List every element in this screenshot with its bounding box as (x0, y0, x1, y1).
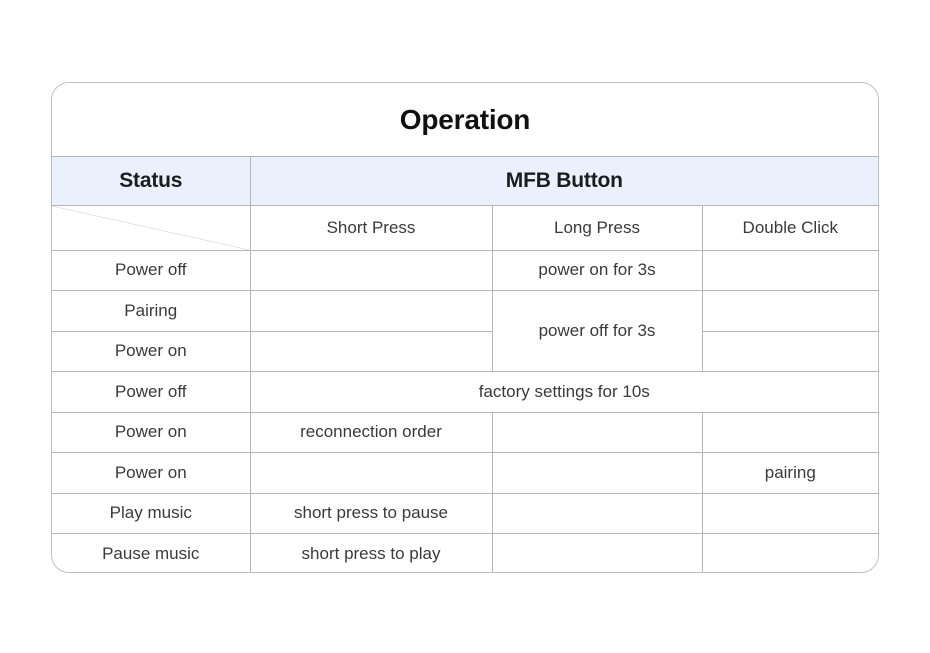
cell-empty (491, 411, 703, 453)
column-header-long-press: Long Press (491, 204, 703, 250)
cell-action: pairing (701, 452, 878, 494)
cell-empty (701, 411, 878, 453)
card-title-band: Operation (52, 83, 878, 157)
cell-status: Power on (52, 330, 251, 372)
cell-status: Power off (52, 371, 251, 413)
cell-status: Play music (52, 492, 251, 534)
cell-status: Pause music (52, 533, 251, 572)
table-header-row-main: Status MFB Button (52, 157, 878, 206)
table-header-row-sub: Short Press Long Press Double Click (52, 204, 878, 250)
cell-empty (491, 492, 703, 534)
cell-status: Power on (52, 411, 251, 453)
cell-status: Power on (52, 452, 251, 494)
table-body: Power off power on for 3s Pairing power off… (52, 249, 878, 572)
cell-empty (249, 330, 493, 372)
diagonal-slash-icon (52, 206, 250, 250)
table-row: Pairing power off for 3s (52, 290, 878, 372)
cell-empty (249, 290, 493, 332)
column-header-short-press: Short Press (249, 204, 493, 250)
cell-empty (249, 249, 493, 291)
cell-action: power on for 3s (491, 249, 703, 291)
cell-action: short press to play (249, 533, 493, 572)
cell-action: factory settings for 10s (249, 371, 878, 413)
page-title: Operation (399, 103, 531, 135)
table-head: Status MFB Button Short Press Long Press… (52, 157, 878, 250)
cell-status: Pairing (52, 290, 251, 332)
column-header-mfb-button: MFB Button (249, 157, 878, 206)
cell-empty (249, 452, 493, 494)
table-row: Power off power on for 3s (52, 249, 878, 291)
cell-empty (701, 290, 878, 332)
cell-empty (491, 533, 703, 572)
column-header-status: Status (52, 157, 251, 206)
cell-action: short press to pause (249, 492, 493, 534)
cell-action: reconnection order (249, 411, 493, 453)
table-row: Power on pairing (52, 452, 878, 494)
table-row: Power on (52, 330, 878, 372)
cell-empty (701, 249, 878, 291)
cell-empty (701, 533, 878, 572)
diagonal-divider-cell (52, 204, 251, 250)
operation-table: Status MFB Button Short Press Long Press… (52, 157, 878, 572)
cell-empty (701, 330, 878, 372)
cell-empty (701, 492, 878, 534)
operation-table-card: Operation Status MFB Button (51, 82, 879, 573)
cell-status: Power off (52, 249, 251, 291)
column-header-double-click: Double Click (701, 204, 878, 250)
cell-action: power off for 3s (491, 290, 703, 372)
cell-empty (491, 452, 703, 494)
